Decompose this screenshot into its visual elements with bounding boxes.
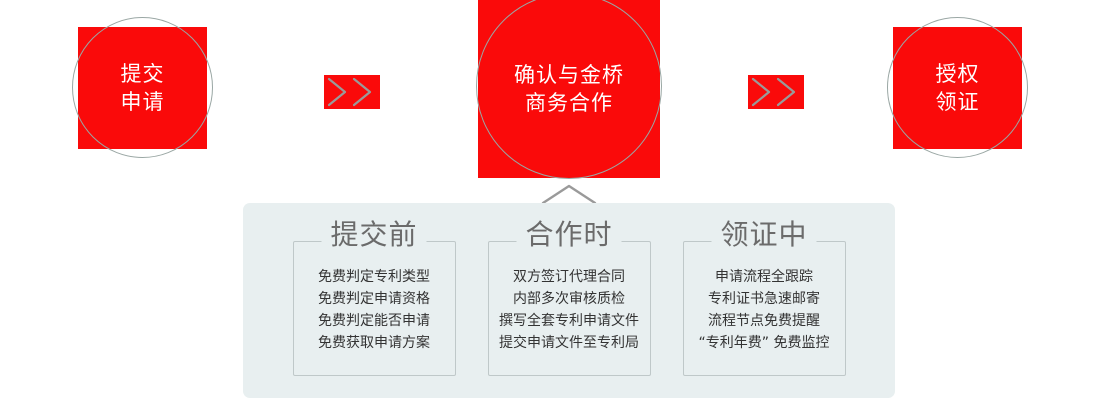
service-group-before-submit-title: 提交前 — [321, 221, 427, 249]
service-group-during-cooperation-items: 双方签订代理合同 内部多次审核质检 撰写全套专利申请文件 提交申请文件至专利局 — [489, 242, 650, 354]
double-chevron-right-icon — [748, 75, 804, 109]
list-item: 申请流程全跟踪 — [715, 269, 813, 285]
list-item: 免费获取申请方案 — [318, 335, 430, 351]
flow-step-grant-label: 授权 领证 — [936, 60, 980, 117]
list-item: 撰写全套专利申请文件 — [499, 313, 639, 329]
list-item: 双方签订代理合同 — [513, 269, 625, 285]
caret-up-icon — [540, 183, 598, 205]
service-group-during-certification-items: 申请流程全跟踪 专利证书急速邮寄 流程节点免费提醒 “专利年费” 免费监控 — [684, 242, 845, 354]
service-detail-panel: 提交前 免费判定专利类型 免费判定申请资格 免费判定能否申请 免费获取申请方案 … — [243, 203, 895, 398]
flow-step-confirm-line-2: 商务合作 — [525, 91, 613, 115]
list-item: 流程节点免费提醒 — [708, 313, 820, 329]
list-item: 免费判定能否申请 — [318, 313, 430, 329]
double-chevron-right-icon — [324, 75, 380, 109]
service-group-during-certification-title: 领证中 — [711, 221, 817, 249]
flow-step-confirm[interactable]: 确认与金桥 商务合作 — [476, 0, 662, 179]
service-group-list: 提交前 免费判定专利类型 免费判定申请资格 免费判定能否申请 免费获取申请方案 … — [243, 203, 895, 398]
flow-step-submit-line-2: 申请 — [120, 90, 165, 114]
flow-step-submit-label: 提交 申请 — [121, 60, 165, 117]
list-item: 内部多次审核质检 — [513, 291, 625, 307]
service-group-during-cooperation-title: 合作时 — [516, 221, 622, 249]
list-item: 免费判定申请资格 — [318, 291, 430, 307]
service-group-before-submit: 提交前 免费判定专利类型 免费判定申请资格 免费判定能否申请 免费获取申请方案 — [292, 221, 456, 376]
list-item: “专利年费” 免费监控 — [698, 335, 830, 351]
flow-step-confirm-line-1: 确认与金桥 — [514, 62, 624, 87]
service-group-during-certification: 领证中 申请流程全跟踪 专利证书急速邮寄 流程节点免费提醒 “专利年费” 免费监… — [682, 221, 846, 376]
flow-step-grant-line-2: 领证 — [935, 90, 980, 114]
flow-step-confirm-label: 确认与金桥 商务合作 — [514, 61, 624, 118]
service-group-before-submit-items: 免费判定专利类型 免费判定申请资格 免费判定能否申请 免费获取申请方案 — [294, 242, 455, 354]
flow-step-submit[interactable]: 提交 申请 — [72, 17, 213, 158]
flow-step-submit-line-1: 提交 — [120, 61, 165, 86]
service-group-during-cooperation: 合作时 双方签订代理合同 内部多次审核质检 撰写全套专利申请文件 提交申请文件至… — [487, 221, 651, 376]
flow-step-grant[interactable]: 授权 领证 — [887, 17, 1028, 158]
list-item: 提交申请文件至专利局 — [499, 335, 639, 351]
flow-step-grant-line-1: 授权 — [935, 61, 980, 86]
list-item: 免费判定专利类型 — [318, 269, 430, 285]
list-item: 专利证书急速邮寄 — [708, 291, 820, 307]
